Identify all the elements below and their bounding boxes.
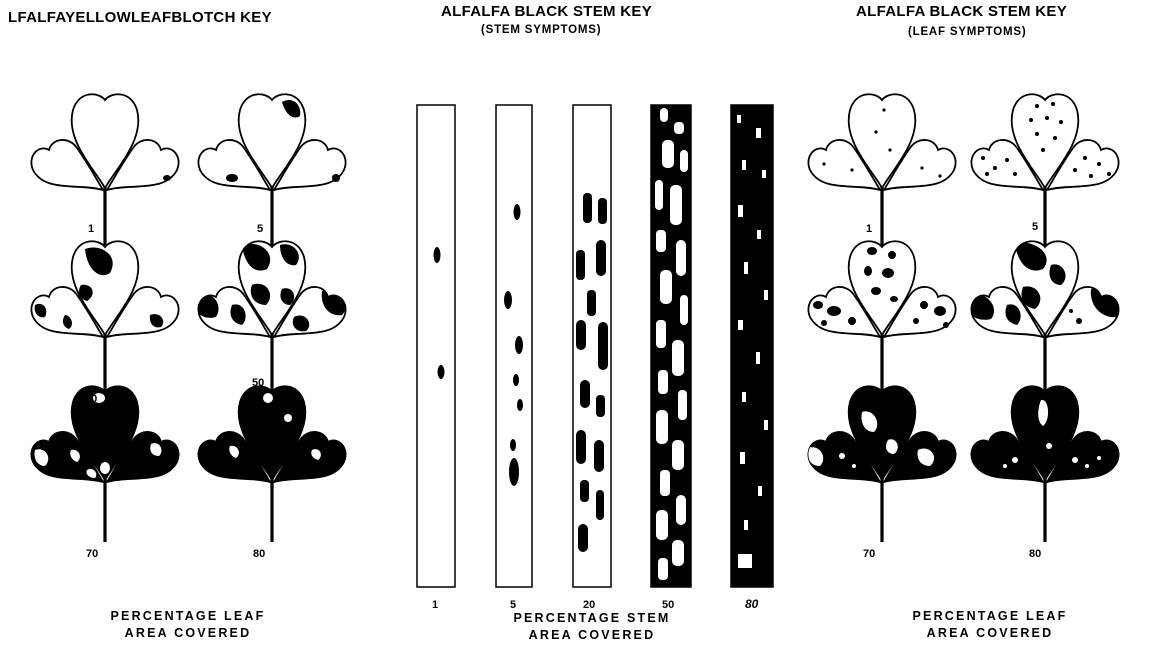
stem-label-5: 5 [510,599,516,611]
stem-20 [573,105,611,587]
left-label-5: 5 [257,223,263,235]
blotch-leaf-20 [31,241,178,397]
stem-label-20: 20 [583,599,595,611]
black-stem-leaf-70 [792,370,972,542]
right-label-50: 50 [1030,391,1042,403]
left-label-50: 50 [252,377,264,389]
black-stem-leaf-20 [808,241,955,397]
right-label-5: 5 [1032,221,1038,233]
blotch-leaf-1 [31,94,178,250]
black-stem-leaf-1 [808,94,955,250]
left-label-80: 80 [253,548,265,560]
left-label-1: 1 [88,223,94,235]
right-label-70: 70 [863,548,875,560]
stem-label-1: 1 [432,599,438,611]
left-label-20: 20 [85,393,97,405]
stem-label-80: 80 [745,597,759,611]
blotch-leaf-70 [15,370,195,542]
black-stem-leaf-50 [961,241,1121,397]
stem-5 [496,105,532,587]
right-label-20: 20 [862,391,874,403]
stem-1 [417,105,455,587]
right-label-1: 1 [866,223,872,235]
blotch-leaf-80 [182,370,362,542]
black-stem-leaf-80 [955,370,1135,542]
stem-label-50: 50 [662,599,674,611]
left-label-70: 70 [86,548,98,560]
right-label-80: 80 [1029,548,1041,560]
black-stem-leaf-5 [971,94,1118,250]
stem-80 [731,105,773,587]
stem-50 [651,105,691,587]
blotch-leaf-5 [198,94,345,250]
blotch-leaf-50 [192,241,346,397]
